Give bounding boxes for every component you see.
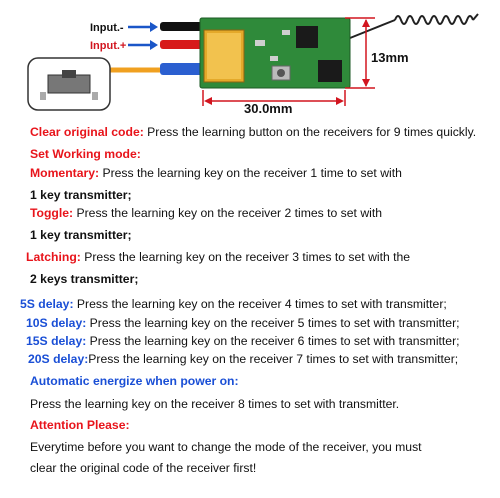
- pcb-board: [199, 17, 351, 89]
- toggle-text: Press the learning key on the receiver 2…: [73, 206, 383, 220]
- input-neg-label: Input.-: [90, 22, 124, 34]
- latching-text: Press the learning key on the receiver 3…: [80, 250, 411, 264]
- input-pos-label: Input.+: [90, 40, 126, 52]
- product-illustration: Input.- Input.+ 30.0mm 13mm: [27, 13, 479, 116]
- toggle-line2: 1 key transmitter;: [30, 228, 132, 242]
- clear-code-text: Press the learning button on the receive…: [143, 125, 477, 139]
- attention-line2: clear the original code of the receiver …: [30, 461, 257, 475]
- momentary-label: Momentary:: [30, 166, 100, 180]
- delay-5s-label: 5S delay:: [20, 297, 74, 311]
- attention-heading: Attention Please:: [30, 418, 130, 432]
- height-dimension-label: 13mm: [371, 50, 409, 65]
- auto-energize-text: Press the learning key on the receiver 8…: [30, 397, 400, 411]
- momentary-line: Momentary: Press the learning key on the…: [30, 166, 402, 180]
- latching-line: Latching: Press the learning key on the …: [26, 250, 410, 264]
- switch-inset: [27, 57, 111, 111]
- delay-20s-text: Press the learning key on the receiver 7…: [88, 352, 459, 366]
- delay-10s-text: Press the learning key on the receiver 5…: [86, 316, 460, 330]
- delay-20s-label: 20S delay:: [28, 352, 89, 366]
- delay-5s-line: 5S delay: Press the learning key on the …: [20, 297, 447, 311]
- latching-line2: 2 keys transmitter;: [30, 272, 139, 286]
- antenna-spring: [349, 13, 479, 39]
- toggle-line: Toggle: Press the learning key on the re…: [30, 206, 382, 220]
- delay-15s-label: 15S delay:: [26, 334, 87, 348]
- chip: [318, 60, 342, 82]
- dimension-lines: [202, 17, 375, 106]
- black-wire: [160, 22, 210, 31]
- delay-15s-line: 15S delay: Press the learning key on the…: [26, 334, 460, 348]
- set-mode-heading: Set Working mode:: [30, 147, 141, 161]
- red-wire: [160, 40, 210, 49]
- wires: [108, 22, 210, 75]
- clear-code-label: Clear original code:: [30, 125, 144, 139]
- blue-wire: [160, 63, 205, 75]
- input-arrows: [128, 22, 158, 50]
- delay-5s-text: Press the learning key on the receiver 4…: [73, 297, 447, 311]
- attention-line1: Everytime before you want to change the …: [30, 440, 422, 454]
- delay-15s-text: Press the learning key on the receiver 6…: [86, 334, 460, 348]
- momentary-line2: 1 key transmitter;: [30, 188, 132, 202]
- delay-10s-label: 10S delay:: [26, 316, 87, 330]
- delay-10s-line: 10S delay: Press the learning key on the…: [26, 316, 460, 330]
- latching-label: Latching:: [26, 250, 81, 264]
- chip: [296, 26, 318, 48]
- width-dimension-label: 30.0mm: [244, 101, 292, 116]
- momentary-text: Press the learning key on the receiver 1…: [99, 166, 402, 180]
- toggle-label: Toggle:: [30, 206, 74, 220]
- auto-energize-heading: Automatic energize when power on:: [30, 374, 239, 388]
- delay-20s-line: 20S delay:Press the learning key on the …: [28, 352, 458, 366]
- clear-code-line: Clear original code: Press the learning …: [30, 125, 476, 139]
